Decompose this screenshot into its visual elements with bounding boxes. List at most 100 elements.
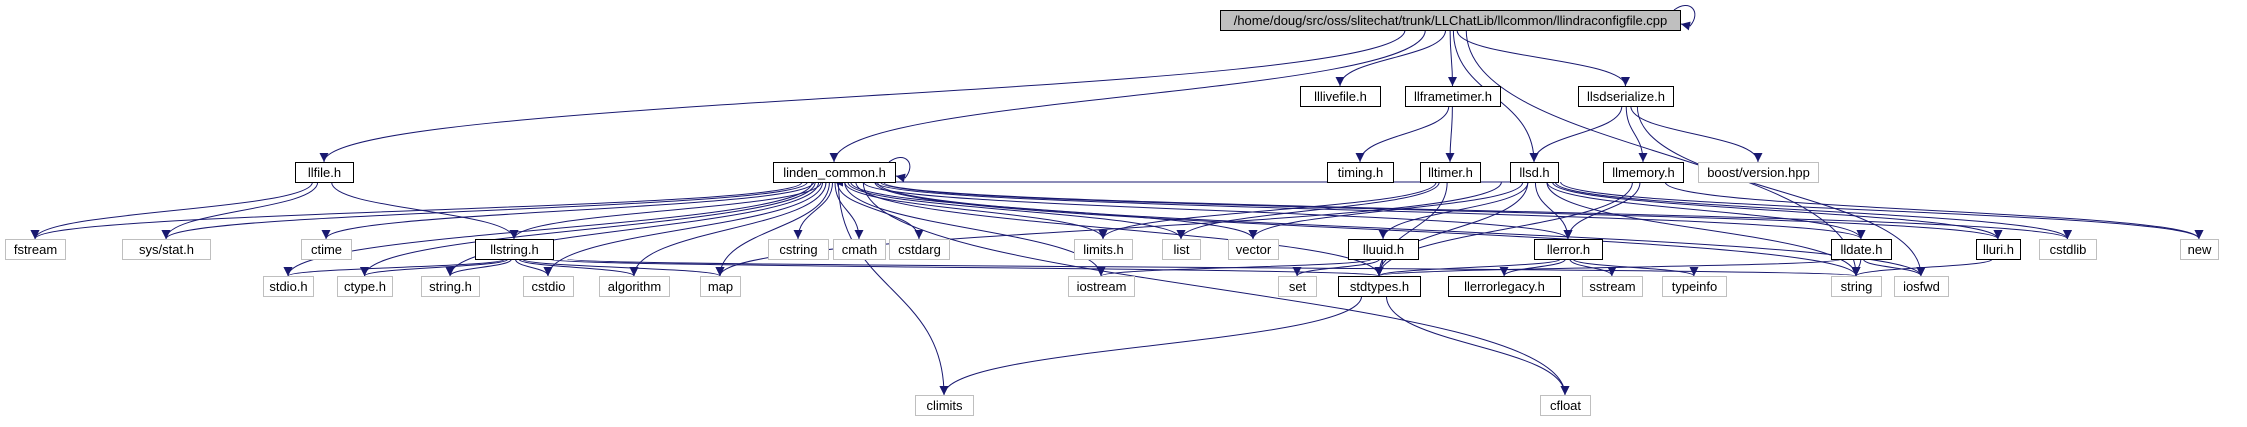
node-box xyxy=(122,239,211,260)
node-label: string xyxy=(1841,279,1873,294)
edge-llsdserialize-to-iosfwd xyxy=(1636,105,1926,277)
node-label: iostream xyxy=(1077,279,1127,294)
edge-llsd-to-lluri xyxy=(1552,181,2003,240)
edge-llsd-to-cstdlib xyxy=(1554,181,2072,240)
node-iostream: iostream xyxy=(1068,276,1135,297)
node-label: list xyxy=(1174,242,1190,257)
node-label: llsd.h xyxy=(1519,165,1549,180)
node-label: llsdserialize.h xyxy=(1587,89,1665,104)
edge-llerror-to-stdtypes xyxy=(1374,258,1561,277)
node-label: cmath xyxy=(842,242,877,257)
node-box xyxy=(1405,86,1501,107)
edge-linden_common-to-limits xyxy=(844,181,1108,240)
edge-linden_common-to-lluri xyxy=(880,181,2003,240)
node-lllivefile[interactable]: lllivefile.h xyxy=(1300,86,1381,107)
node-label: llfile.h xyxy=(308,165,341,180)
node-lluri[interactable]: lluri.h xyxy=(1976,239,2021,260)
node-label: llstring.h xyxy=(490,242,538,257)
edge-llstring-to-string xyxy=(567,258,1860,277)
edge-root-to-string xyxy=(1465,29,1861,277)
node-cmath: cmath xyxy=(833,239,886,260)
edge-linden_common-to-cstdarg xyxy=(836,181,924,240)
node-timing[interactable]: timing.h xyxy=(1327,162,1394,183)
edge-llsd-to-lldate xyxy=(1546,181,1866,240)
edge-root-to-linden_common xyxy=(829,29,1426,163)
node-label: ctime xyxy=(311,242,342,257)
node-layer: /home/doug/src/oss/slitechat/trunk/LLCha… xyxy=(5,10,2219,416)
node-boost-version: boost/version.hpp xyxy=(1698,162,1819,183)
node-lldate[interactable]: lldate.h xyxy=(1831,239,1892,260)
node-llerrorlegacy[interactable]: llerrorlegacy.h xyxy=(1448,276,1561,297)
edge-llsd-to-vector xyxy=(1248,181,1524,240)
edge-lltimer-to-list xyxy=(1176,181,1440,240)
node-label: algorithm xyxy=(608,279,661,294)
node-llstring[interactable]: llstring.h xyxy=(475,239,554,260)
node-llmemory[interactable]: llmemory.h xyxy=(1603,162,1684,183)
node-box xyxy=(301,239,352,260)
node-llerror[interactable]: llerror.h xyxy=(1534,239,1603,260)
node-box xyxy=(1578,86,1674,107)
node-llframetimer[interactable]: llframetimer.h xyxy=(1405,86,1501,107)
node-linden-common[interactable]: linden_common.h xyxy=(773,162,896,183)
node-label: cstdlib xyxy=(2050,242,2087,257)
node-box xyxy=(523,276,574,297)
node-lluuid[interactable]: lluuid.h xyxy=(1348,239,1419,260)
node-label: llerror.h xyxy=(1547,242,1590,257)
edge-linden_common-to-cfloat xyxy=(862,181,1570,396)
edge-linden_common-to-cmath xyxy=(834,181,864,240)
edge-linden_common-to-llstring xyxy=(509,181,822,240)
edge-llframetimer-to-lltimer xyxy=(1445,105,1455,163)
edge-llfile-to-fstream xyxy=(30,181,313,240)
node-box xyxy=(1300,86,1381,107)
node-llsd[interactable]: llsd.h xyxy=(1510,162,1559,183)
node-box xyxy=(1068,276,1135,297)
node-limits: limits.h xyxy=(1074,239,1133,260)
edge-lltimer-to-stdtypes xyxy=(1374,181,1448,277)
edge-llmemory-to-new xyxy=(1664,181,2204,240)
edge-llsdserialize-to-llsd xyxy=(1529,105,1623,163)
node-typeinfo: typeinfo xyxy=(1662,276,1727,297)
node-llfile[interactable]: llfile.h xyxy=(295,162,354,183)
node-box xyxy=(1534,239,1603,260)
node-box xyxy=(1278,276,1317,297)
node-stdio: stdio.h xyxy=(263,276,314,297)
edge-layer xyxy=(30,4,2204,396)
node-new: new xyxy=(2180,239,2219,260)
edge-llsd-to-stdtypes xyxy=(1374,181,1529,277)
node-lltimer[interactable]: lltimer.h xyxy=(1420,162,1481,183)
node-label: ctype.h xyxy=(344,279,386,294)
edge-linden_common-to-stdio xyxy=(283,181,813,277)
edge-llstring-to-algorithm xyxy=(518,258,639,277)
node-label: cfloat xyxy=(1550,398,1581,413)
node-box xyxy=(768,239,829,260)
node-box xyxy=(295,162,354,183)
edge-llsd-to-lluuid xyxy=(1378,181,1529,240)
edge-llsdserialize-to-boost_version xyxy=(1630,105,1763,163)
edge-linden_common-to-climits xyxy=(837,181,949,396)
node-box xyxy=(889,239,950,260)
node-label: linden_common.h xyxy=(783,165,886,180)
node-cstring: cstring xyxy=(768,239,829,260)
edge-linden_common-to-string xyxy=(874,181,1861,277)
node-label: boost/version.hpp xyxy=(1707,165,1810,180)
edge-linden_common-to-linden_common xyxy=(888,156,911,183)
node-box xyxy=(1831,276,1882,297)
edge-root-to-root xyxy=(1673,4,1696,31)
edge-llsdserialize-to-llmemory xyxy=(1625,105,1648,163)
edge-root-to-lllivefile xyxy=(1335,29,1447,87)
node-llsdserialize[interactable]: llsdserialize.h xyxy=(1578,86,1674,107)
node-label: new xyxy=(2188,242,2212,257)
edge-stdtypes-to-climits xyxy=(939,295,1363,396)
node-box xyxy=(1074,239,1133,260)
node-string: string xyxy=(1831,276,1882,297)
node-label: stdio.h xyxy=(269,279,307,294)
node-sstream: sstream xyxy=(1582,276,1643,297)
node-root[interactable]: /home/doug/src/oss/slitechat/trunk/LLCha… xyxy=(1220,10,1681,31)
edge-llsd-to-new xyxy=(1560,181,2204,240)
edge-llerror-to-llerrorlegacy xyxy=(1499,258,1566,277)
node-label: llmemory.h xyxy=(1612,165,1675,180)
node-label: fstream xyxy=(14,242,57,257)
node-stdtypes[interactable]: stdtypes.h xyxy=(1338,276,1421,297)
node-label: climits xyxy=(926,398,963,413)
edge-llfile-to-sys_stat xyxy=(161,181,319,240)
